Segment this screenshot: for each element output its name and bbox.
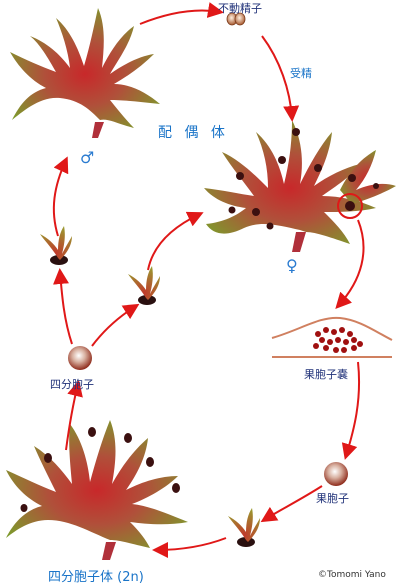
cycle-arrows [52,2,365,558]
carposporangium [271,316,393,358]
arrow-to-sperm [139,2,224,25]
tetrasporophyte-label: 四分胞子体 (2n) [48,570,144,585]
fertilization-label: 受精 [290,67,312,80]
male-gametophyte-thallus [10,8,160,138]
female-gametophyte-thallus [204,120,396,252]
credit: ©Tomomi Yano [318,570,386,580]
arrow-fertilization [261,35,300,122]
arrow-to-tetrasporophyte [152,537,227,558]
arrow-to-tetrasporophyte-sprout [260,485,323,523]
carposporangium-label: 果胞子嚢 [304,368,348,381]
arrow-to-carposporangium [335,219,365,309]
arrow-to-carpospore [341,361,361,460]
arrow-to-female-sprout [91,303,140,347]
arrow-to-tetraspore [65,380,83,451]
carpospore-label: 果胞子 [316,492,349,505]
female-reproductive-spots [228,128,379,230]
carpospore-cell [324,462,348,486]
highlight-circle [337,193,363,219]
tetraspore-cell [68,346,92,370]
immotile-sperm-cells [226,12,246,26]
tetrasporangia-spots [20,427,180,512]
tetrasporophyte-thallus [6,420,188,560]
female-symbol: ♀ [286,256,298,275]
male-symbol: ♂ [80,148,95,167]
tetraspore-label: 四分胞子 [50,378,94,391]
arrow-to-female-gametophyte [147,211,204,271]
sprout-female [128,266,160,305]
immotile-sperm-label: 不動精子 [218,2,262,15]
arrow-to-male-gametophyte [52,156,69,237]
sprout-tetrasporophyte [228,508,260,547]
arrow-to-male-sprout [53,268,73,345]
gametophyte-label: 配 偶 体 [158,125,229,141]
sprout-male [40,226,72,265]
